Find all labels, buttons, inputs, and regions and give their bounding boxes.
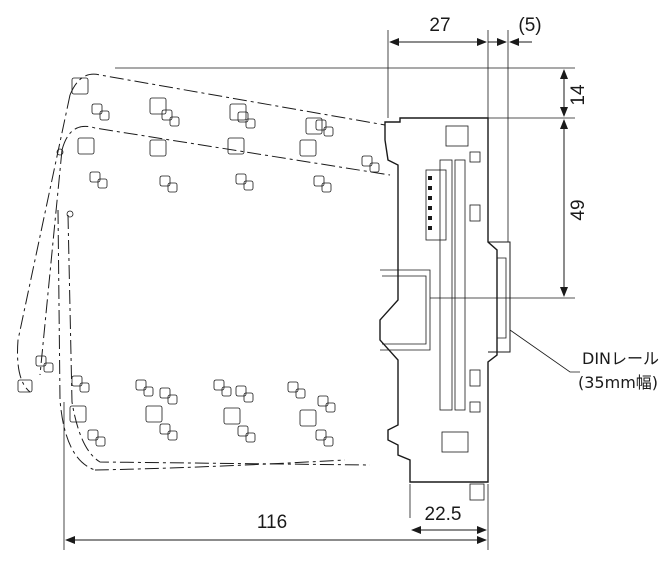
dimension-lines bbox=[65, 38, 568, 544]
extension-lines bbox=[63, 30, 580, 550]
dimension-116: 116 bbox=[257, 512, 287, 533]
din-rail-width-label: (35mm幅) bbox=[578, 373, 658, 392]
dimension-27: 27 bbox=[429, 15, 450, 36]
tilted-module-outline bbox=[17, 73, 391, 471]
din-rail-label: DINレール bbox=[582, 349, 659, 368]
dimension-49: 49 bbox=[568, 199, 589, 220]
module-body bbox=[379, 117, 511, 501]
dimension-14: 14 bbox=[568, 84, 589, 106]
dimension-5: (5) bbox=[518, 15, 541, 36]
dimension-22-5: 22.5 bbox=[425, 504, 462, 525]
